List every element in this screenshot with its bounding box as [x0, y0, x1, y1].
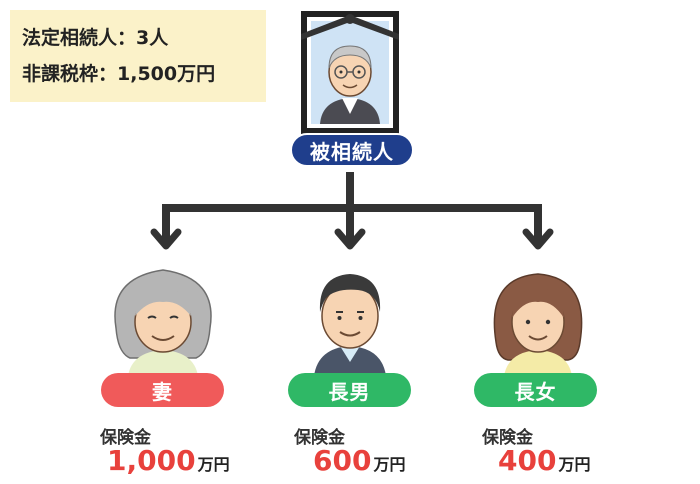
- tax-exempt-text: 非課税枠：1,500万円: [22, 63, 216, 85]
- son-amount-unit: 万円: [373, 455, 406, 474]
- son-insurance-label: 保険金: [294, 428, 345, 448]
- wife-portrait: [114, 269, 212, 376]
- arrow-daughter: [522, 228, 554, 250]
- daughter-amount-value: 400: [498, 444, 557, 477]
- deceased-portrait: [301, 11, 399, 134]
- daughter-label: 長女: [474, 373, 597, 407]
- daughter-insurance-label: 保険金: [482, 428, 533, 448]
- son-amount-value: 600: [313, 444, 372, 477]
- wife-insurance-label: 保険金: [100, 428, 151, 448]
- wife-amount-unit: 万円: [197, 455, 230, 474]
- arrow-wife: [150, 228, 182, 250]
- info-box: 法定相続人：3人 非課税枠：1,500万円: [10, 10, 266, 102]
- arrow-son: [334, 228, 366, 250]
- daughter-portrait: [493, 273, 583, 376]
- son-label: 長男: [288, 373, 411, 407]
- daughter-amount-unit: 万円: [558, 455, 591, 474]
- son-portrait: [314, 274, 386, 376]
- wife-label: 妻: [101, 373, 224, 407]
- wife-amount-value: 1,000: [107, 444, 196, 477]
- deceased-label: 被相続人: [290, 133, 414, 167]
- legal-heirs-text: 法定相続人：3人: [22, 27, 169, 49]
